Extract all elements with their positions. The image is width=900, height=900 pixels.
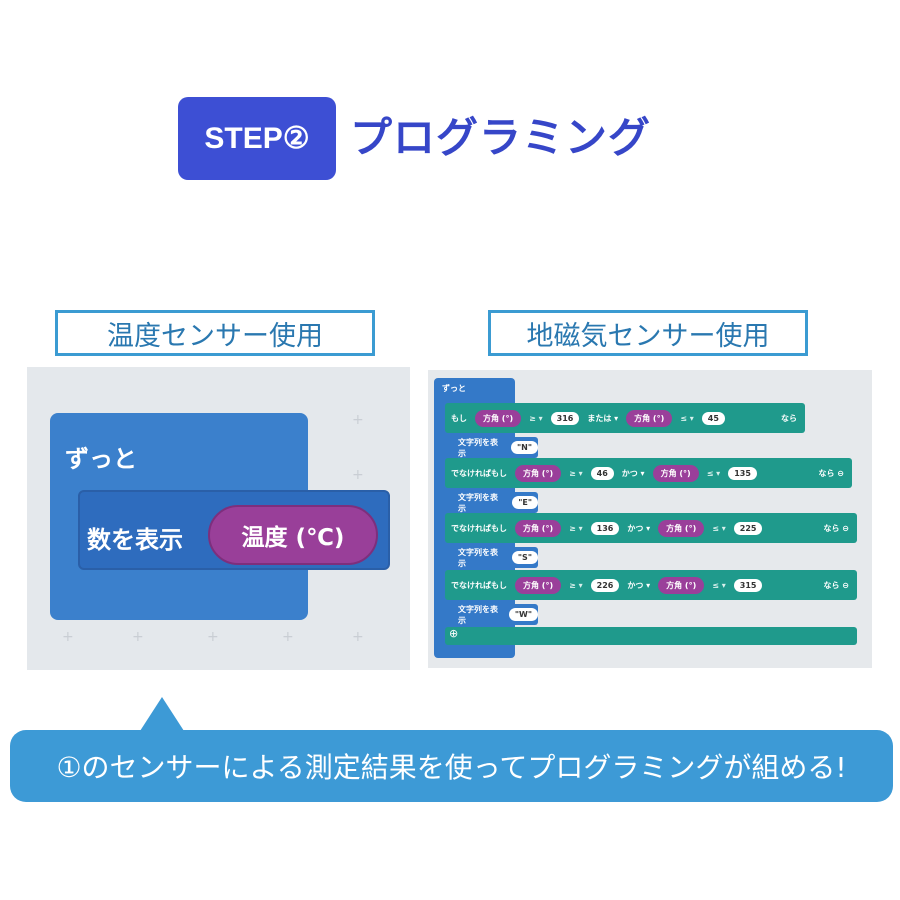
if-keyword: もし bbox=[451, 413, 467, 423]
if-condition-row[interactable]: でなければもし 方角 (°) ≥ ▾ 226 かつ ▾ 方角 (°) ≤ ▾ 3… bbox=[445, 570, 857, 600]
if-condition-row[interactable]: でなければもし 方角 (°) ≥ ▾ 136 かつ ▾ 方角 (°) ≤ ▾ 2… bbox=[445, 513, 857, 543]
number-input[interactable]: 315 bbox=[733, 578, 763, 592]
compass-heading-reporter[interactable]: 方角 (°) bbox=[658, 519, 705, 537]
number-input[interactable]: 46 bbox=[590, 466, 614, 480]
forever-label: ずっと bbox=[65, 445, 137, 473]
number-input[interactable]: 136 bbox=[590, 521, 620, 535]
comparison-dropdown[interactable]: ≤ ▾ bbox=[712, 580, 726, 590]
show-string-block[interactable]: 文字列を表示 "W" bbox=[452, 604, 538, 625]
compass-heading-reporter[interactable]: 方角 (°) bbox=[626, 409, 673, 427]
string-input[interactable]: "N" bbox=[510, 441, 538, 454]
show-string-label: 文字列を表示 bbox=[458, 492, 498, 513]
show-number-label: 数を表示 bbox=[87, 526, 183, 554]
if-condition-row[interactable]: もし 方角 (°) ≥ ▾ 316 または ▾ 方角 (°) ≤ ▾ 45 なら bbox=[445, 403, 805, 433]
number-input[interactable]: 45 bbox=[701, 411, 725, 425]
comparison-dropdown[interactable]: ≤ ▾ bbox=[712, 523, 726, 533]
logic-dropdown[interactable]: かつ ▾ bbox=[621, 468, 645, 478]
comparison-dropdown[interactable]: ≤ ▾ bbox=[680, 413, 694, 423]
comparison-dropdown[interactable]: ≥ ▾ bbox=[529, 413, 543, 423]
show-string-block[interactable]: 文字列を表示 "N" bbox=[452, 437, 538, 458]
step-badge: STEP② bbox=[178, 97, 336, 180]
temperature-sensor-label: 温度センサー使用 bbox=[55, 310, 375, 356]
magnetic-sensor-label: 地磁気センサー使用 bbox=[488, 310, 808, 356]
if-keyword: でなければもし bbox=[451, 580, 507, 590]
if-keyword: でなければもし bbox=[451, 468, 507, 478]
compass-heading-reporter[interactable]: 方角 (°) bbox=[515, 576, 562, 594]
comparison-dropdown[interactable]: ≥ ▾ bbox=[569, 523, 583, 533]
comparison-dropdown[interactable]: ≥ ▾ bbox=[569, 468, 583, 478]
string-input[interactable]: "E" bbox=[512, 496, 538, 509]
compass-heading-reporter[interactable]: 方角 (°) bbox=[652, 464, 699, 482]
then-keyword[interactable]: なら bbox=[781, 413, 797, 423]
callout-pointer bbox=[140, 697, 184, 731]
then-keyword[interactable]: なら ⊖ bbox=[818, 468, 845, 478]
compass-code-panel: ずっと もし 方角 (°) ≥ ▾ 316 または ▾ 方角 (°) ≤ ▾ 4… bbox=[428, 370, 872, 668]
number-input[interactable]: 226 bbox=[590, 578, 620, 592]
number-input[interactable]: 316 bbox=[550, 411, 580, 425]
logic-dropdown[interactable]: または ▾ bbox=[587, 413, 619, 423]
comparison-dropdown[interactable]: ≥ ▾ bbox=[569, 580, 583, 590]
show-string-label: 文字列を表示 bbox=[458, 437, 498, 458]
string-input[interactable]: "S" bbox=[511, 551, 538, 564]
show-string-label: 文字列を表示 bbox=[458, 604, 498, 625]
compass-heading-reporter[interactable]: 方角 (°) bbox=[475, 409, 522, 427]
temperature-reporter[interactable]: 温度 (℃) bbox=[208, 505, 378, 565]
then-keyword[interactable]: なら ⊖ bbox=[823, 580, 850, 590]
forever-label: ずっと bbox=[442, 383, 466, 393]
temperature-code-panel: ++ +++++ ずっと 数を表示 温度 (℃) bbox=[27, 367, 410, 670]
number-input[interactable]: 135 bbox=[728, 466, 757, 480]
page-title: プログラミング bbox=[350, 113, 652, 162]
show-string-block[interactable]: 文字列を表示 "S" bbox=[452, 547, 538, 568]
if-keyword: でなければもし bbox=[451, 523, 507, 533]
compass-heading-reporter[interactable]: 方角 (°) bbox=[658, 576, 705, 594]
logic-dropdown[interactable]: かつ ▾ bbox=[627, 580, 651, 590]
callout-message: ①のセンサーによる測定結果を使ってプログラミングが組める! bbox=[10, 730, 893, 802]
comparison-dropdown[interactable]: ≤ ▾ bbox=[706, 468, 721, 478]
if-condition-row[interactable]: でなければもし 方角 (°) ≥ ▾ 46 かつ ▾ 方角 (°) ≤ ▾ 13… bbox=[445, 458, 852, 488]
show-string-block[interactable]: 文字列を表示 "E" bbox=[452, 492, 538, 513]
string-input[interactable]: "W" bbox=[508, 608, 538, 621]
show-string-label: 文字列を表示 bbox=[458, 547, 498, 568]
add-branch-button[interactable]: ⊕ bbox=[445, 627, 857, 645]
logic-dropdown[interactable]: かつ ▾ bbox=[627, 523, 651, 533]
then-keyword[interactable]: なら ⊖ bbox=[823, 523, 850, 533]
number-input[interactable]: 225 bbox=[733, 521, 763, 535]
compass-heading-reporter[interactable]: 方角 (°) bbox=[515, 464, 562, 482]
compass-heading-reporter[interactable]: 方角 (°) bbox=[515, 519, 562, 537]
